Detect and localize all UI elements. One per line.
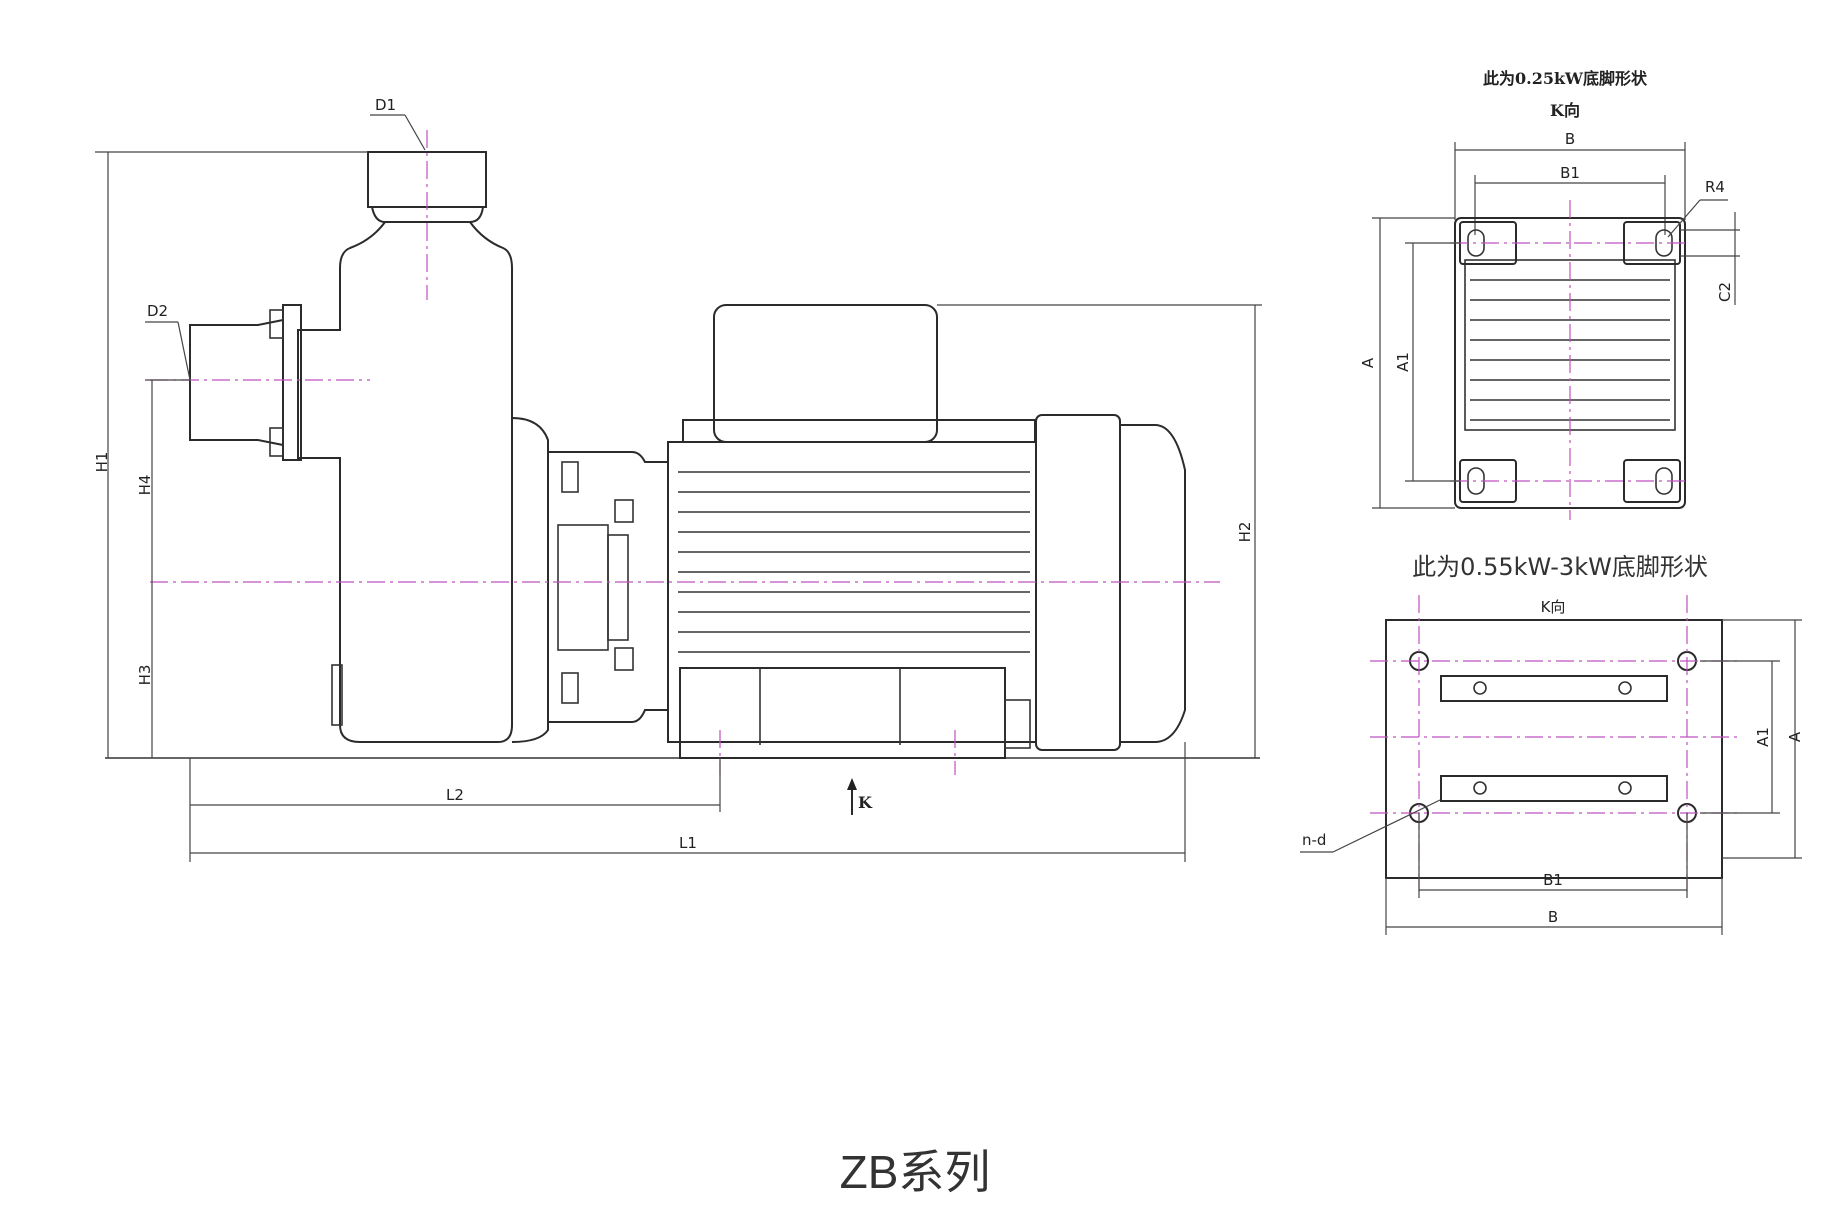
end-bell [1035,414,1121,751]
seal-housing [557,524,609,651]
coupling-key-bottom [614,647,634,671]
motor-top-rail [682,419,1036,443]
h3-label: H3 [136,665,154,686]
coupling [607,534,629,641]
d1-label: D1 [375,96,396,114]
inlet-pipe [189,319,284,446]
small-b1-label: B1 [1560,164,1580,182]
casing-outline [297,268,513,743]
fan-cover [1120,424,1186,743]
discharge-outlet [339,151,513,269]
l1-label: L1 [679,834,697,852]
rail-screw-4 [1618,781,1632,795]
k-arrow-head [847,778,857,790]
pump-casing [297,268,549,743]
inlet-flange [282,304,302,461]
coupling-key-top [614,499,634,523]
drain-boss [331,664,343,726]
small-foot-direction: K向 [1550,101,1580,120]
bracket [548,451,669,723]
large-foot-direction: K向 [1541,598,1566,616]
motor [667,304,1186,759]
k-label: K [858,793,873,812]
rail-screw-3 [1473,781,1487,795]
l2-label: L2 [446,786,464,804]
h1-label: H1 [93,452,111,473]
bracket-bolt-bottom [561,672,579,704]
small-b-label: B [1565,130,1575,148]
small-foot-title: 此为0.25kW底脚形状 [1483,69,1648,88]
h2-label: H2 [1236,522,1254,543]
nd-label: n-d [1302,831,1326,849]
series-title: ZB系列 [840,1146,991,1198]
bracket-bolt-top [561,461,579,493]
large-b-label: B [1548,908,1558,926]
outlet-neck [371,206,484,223]
large-foot-rail-top [1440,675,1668,702]
small-a-label: A [1359,357,1377,368]
casing-rear-bulge [511,417,549,743]
cooling-fins [678,471,1030,653]
large-a1-label: A1 [1754,727,1772,747]
outlet-shoulder-right [469,221,513,269]
h4-label: H4 [136,475,154,496]
large-foot-view: 此为0.55kW-3kW底脚形状 K向 A A1 B1 [1300,553,1804,935]
motor-foot-end [1004,699,1031,749]
large-foot-rail-bottom [1440,775,1668,802]
large-foot-title: 此为0.55kW-3kW底脚形状 [1412,553,1708,581]
large-a-label: A [1786,731,1804,742]
suction-inlet [189,304,302,461]
rail-screw-2 [1618,681,1632,695]
small-foot-view: 此为0.25kW底脚形状 K向 B B1 [1359,69,1740,520]
large-b1-label: B1 [1543,871,1563,889]
small-a1-label: A1 [1394,352,1412,372]
side-view: H1 H4 H3 H2 D1 D2 L2 [93,96,1262,862]
d2-label: D2 [147,302,168,320]
c2-label: C2 [1716,282,1734,302]
outlet-shoulder-left [339,221,386,269]
inlet-bolt-top [269,309,284,339]
rail-screw-1 [1473,681,1487,695]
inlet-bolt-bottom [269,427,284,457]
r4-label: R4 [1705,178,1725,196]
motor-foot [679,667,1006,759]
dimensions-side: H1 H4 H3 H2 D1 D2 L2 [93,96,1262,862]
large-foot-plate [1385,619,1723,879]
terminal-box [713,304,938,443]
